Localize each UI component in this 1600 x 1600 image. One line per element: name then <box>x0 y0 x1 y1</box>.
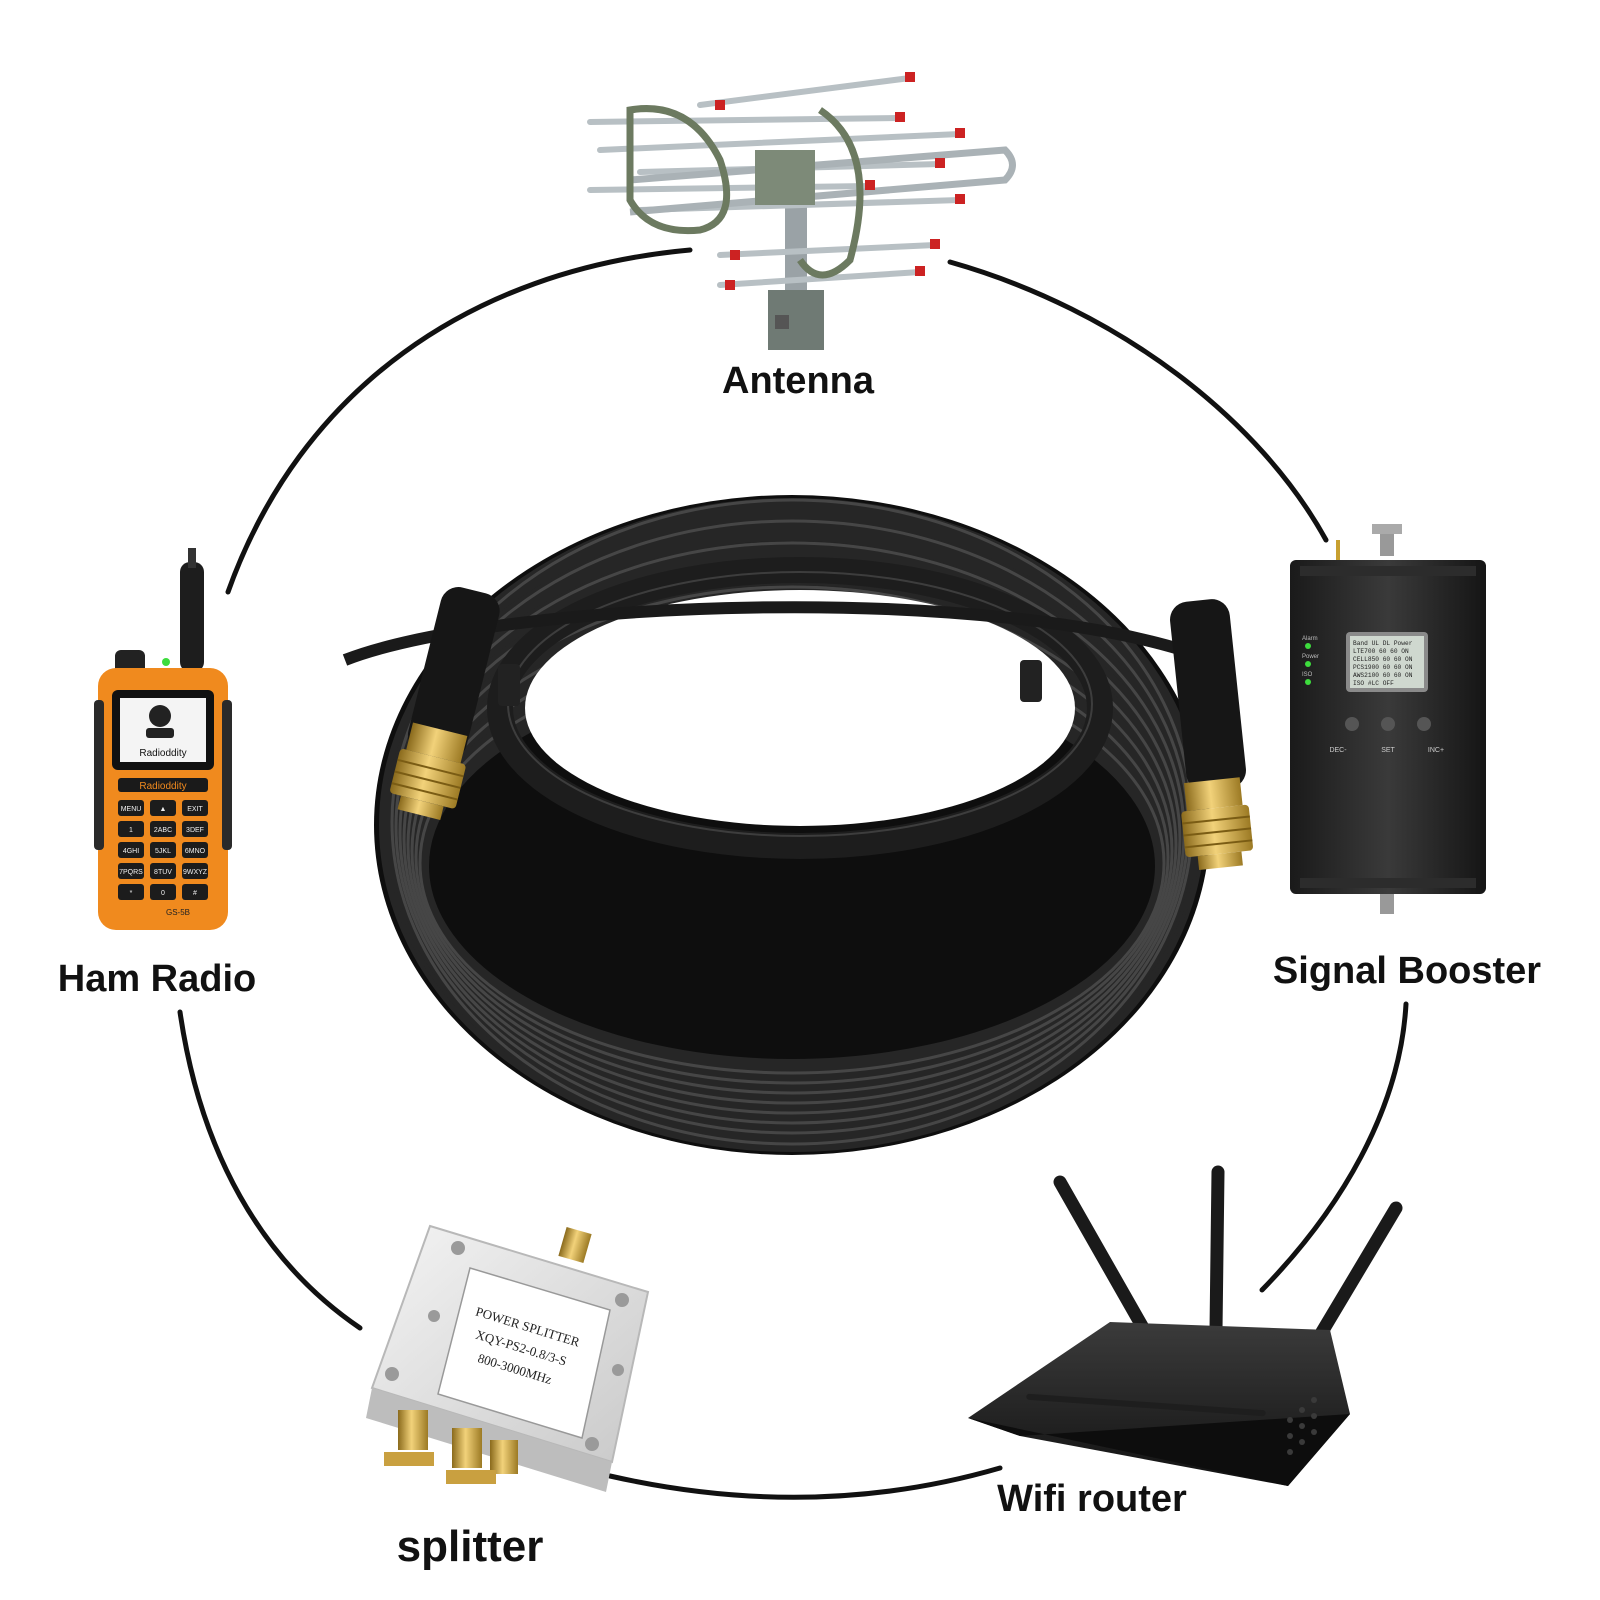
radio-key <box>118 842 144 858</box>
booster-button-inc: INC+ <box>1428 747 1444 754</box>
booster-led-label: ISO <box>1302 672 1313 678</box>
radio-key <box>150 842 176 858</box>
splitter-image: POWER SPLITTER XQY-PS2-0.8/3-S 800-3000M… <box>366 1224 650 1492</box>
booster-led <box>1305 661 1311 667</box>
sma-connector-right <box>1181 777 1253 871</box>
sma-connector-left <box>390 722 468 820</box>
radio-key <box>150 884 176 900</box>
radio-key-label: MENU <box>121 806 142 813</box>
radio-key <box>182 800 208 816</box>
radio-key <box>182 863 208 879</box>
booster-lcd-line: AWS2100 60 60 ON <box>1353 672 1413 679</box>
booster-led <box>1305 679 1311 685</box>
radio-key-label: * <box>130 890 133 897</box>
radio-key <box>118 800 144 816</box>
booster-button-dec: DEC- <box>1329 747 1347 754</box>
radio-screen-brand: Radioddity <box>139 748 186 759</box>
radio-key-label: 5JKL <box>155 848 171 855</box>
radio-key-label: 0 <box>161 890 165 897</box>
radio-key-label: 2ABC <box>154 827 172 834</box>
booster-led-label: Power <box>1302 654 1319 660</box>
connection-ring <box>177 247 1409 1500</box>
radio-key <box>150 821 176 837</box>
arc-antenna-ham <box>225 247 693 595</box>
radio-key-label: ▲ <box>160 806 167 813</box>
signal-booster-label: Signal Booster <box>1272 950 1542 992</box>
booster-led-label: Alarm <box>1302 636 1318 642</box>
radio-key-label: EXIT <box>187 806 203 813</box>
booster-led <box>1305 643 1311 649</box>
radio-key-label: 3DEF <box>186 827 204 834</box>
splitter-label: splitter <box>396 1522 544 1571</box>
arc-ham-splitter <box>177 1009 363 1331</box>
radio-key-label: 8TUV <box>154 869 172 876</box>
radio-brand-strip: Radioddity <box>139 781 186 792</box>
radio-key <box>182 821 208 837</box>
radio-key-label: # <box>193 890 197 897</box>
arc-splitter-router <box>607 1465 1003 1500</box>
radio-key <box>150 863 176 879</box>
wifi-router-label: Wifi router <box>997 1478 1187 1520</box>
ham-radio-label: Ham Radio <box>57 958 257 1000</box>
radio-key-label: 1 <box>129 827 133 834</box>
ham-radio-image: Radioddity Radioddity MENU ▲ EXIT 1 2ABC 3DEF… <box>94 548 232 930</box>
antenna-label: Antenna <box>722 360 874 402</box>
booster-lcd-line: LTE700 60 60 ON <box>1353 648 1409 655</box>
radio-key <box>182 842 208 858</box>
wifi-router-image <box>968 1165 1403 1486</box>
radio-key-label: 6MNO <box>185 848 206 855</box>
arc-booster-router <box>1259 1001 1409 1293</box>
radio-key-label: 9WXYZ <box>183 869 208 876</box>
radio-key <box>118 821 144 837</box>
radio-key <box>118 863 144 879</box>
radio-key <box>150 800 176 816</box>
radio-model: GS-5B <box>166 908 190 917</box>
booster-lcd-line: ISO #LC OFF <box>1353 680 1394 687</box>
radio-key-label: 4GHI <box>123 848 139 855</box>
booster-button-set: SET <box>1381 747 1395 754</box>
booster-lcd-line: Band UL DL Power <box>1353 640 1413 647</box>
coax-cable-coil <box>342 495 1253 1155</box>
booster-lcd-line: CELL850 60 60 ON <box>1353 656 1413 663</box>
booster-lcd-line: PCS1900 60 60 ON <box>1353 664 1413 671</box>
radio-key <box>182 884 208 900</box>
arc-antenna-booster <box>947 259 1329 543</box>
radio-keypad: MENU ▲ EXIT 1 2ABC 3DEF 4GHI 5JKL 6MNO 7PQRS 8TUV 9… <box>118 800 208 900</box>
radio-key <box>118 884 144 900</box>
radio-key-label: 7PQRS <box>119 869 143 876</box>
antenna-image <box>587 72 1016 350</box>
